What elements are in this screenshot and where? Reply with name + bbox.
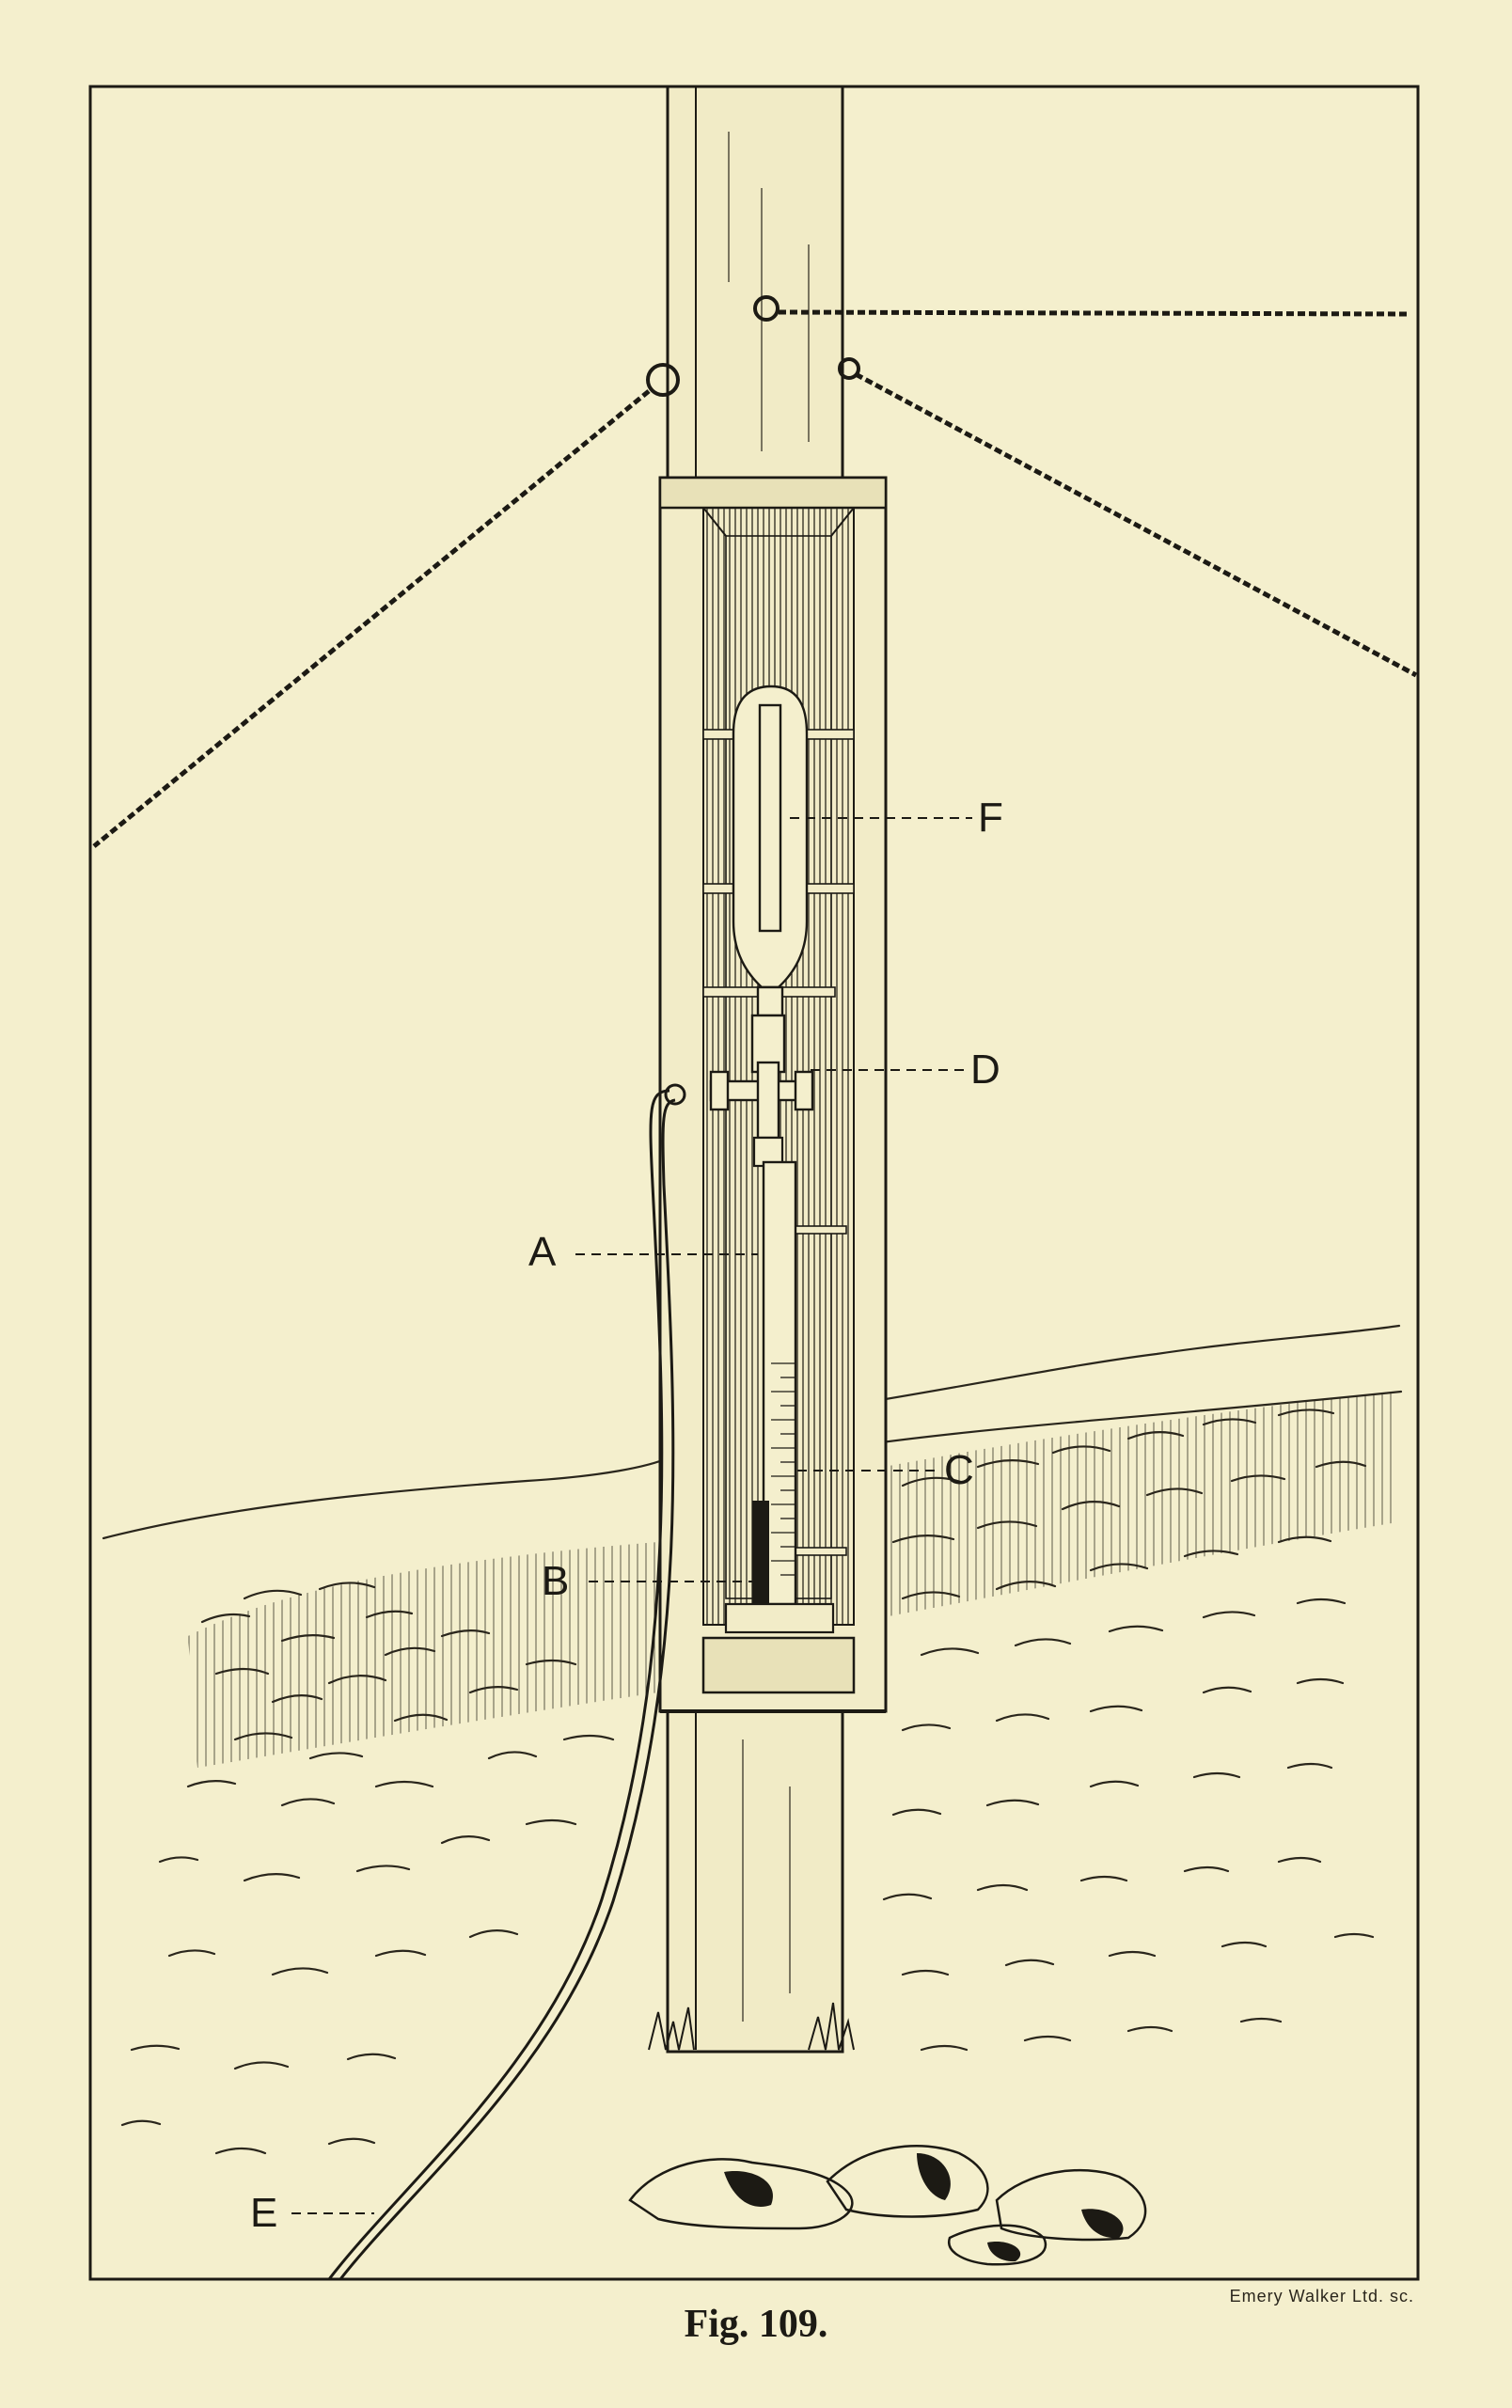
callout-label-e: E bbox=[250, 2190, 278, 2236]
hose bbox=[327, 1083, 686, 2280]
callout-label-d: D bbox=[970, 1047, 1000, 1093]
callout-label-c: C bbox=[944, 1447, 974, 1493]
engraver-credit: Emery Walker Ltd. sc. bbox=[1229, 2287, 1414, 2306]
callout-label-a: A bbox=[528, 1229, 557, 1275]
glass-vessel bbox=[732, 685, 809, 1017]
callout-label-f: F bbox=[978, 795, 1003, 841]
grass-hatching bbox=[188, 1392, 1392, 1768]
guy-ropes bbox=[92, 295, 1418, 848]
foreground-rocks bbox=[628, 2145, 1147, 2266]
callout-label-b: B bbox=[542, 1558, 570, 1604]
stopcock bbox=[709, 1014, 814, 1140]
graduated-tube bbox=[724, 1136, 835, 1634]
figure-caption: Fig. 109. bbox=[684, 2303, 828, 2346]
rock-shadows bbox=[724, 2153, 1124, 2262]
callout-leaders bbox=[291, 817, 972, 2214]
